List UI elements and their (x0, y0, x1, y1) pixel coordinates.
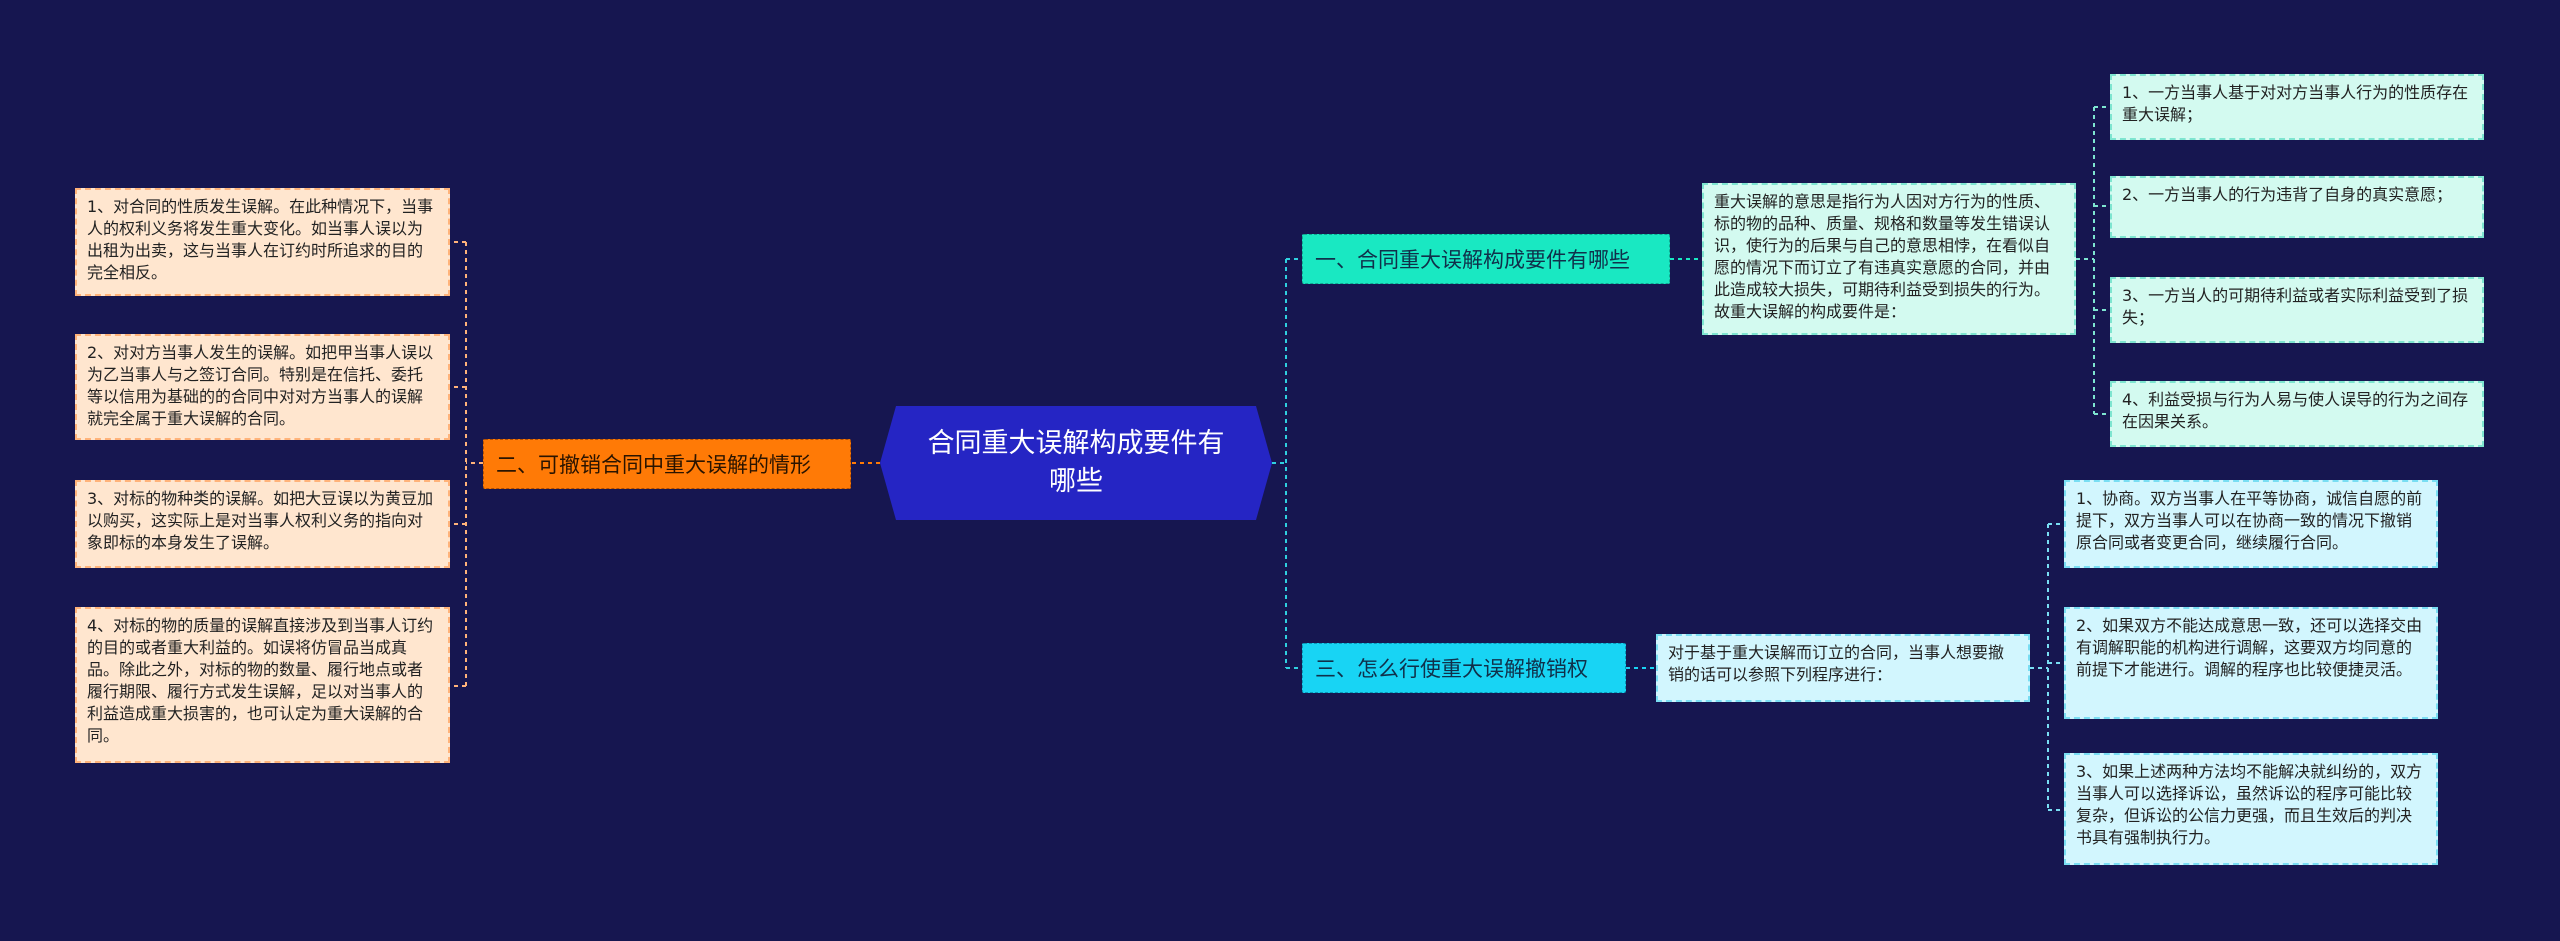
branch-1-topic[interactable]: 一、合同重大误解构成要件有哪些 (1302, 234, 1670, 284)
branch-1-summary[interactable]: 重大误解的意思是指行为人因对方行为的性质、标的物的品种、质量、规格和数量等发生错… (1702, 183, 2076, 335)
branch-2-item-4[interactable]: 4、对标的物的质量的误解直接涉及到当事人订约的目的或者重大利益的。如误将仿冒品当… (75, 607, 450, 763)
branch-3-item-2[interactable]: 2、如果双方不能达成意思一致，还可以选择交由有调解职能的机构进行调解，这要双方均… (2064, 607, 2438, 719)
branch-3-item-3[interactable]: 3、如果上述两种方法均不能解决就纠纷的，双方当事人可以选择诉讼，虽然诉讼的程序可… (2064, 753, 2438, 865)
branch-2-item-1[interactable]: 1、对合同的性质发生误解。在此种情况下，当事人的权利义务将发生重大变化。如当事人… (75, 188, 450, 296)
branch-3-topic[interactable]: 三、怎么行使重大误解撤销权 (1302, 643, 1626, 693)
branch-1-item-2[interactable]: 2、一方当事人的行为违背了自身的真实意愿； (2110, 176, 2484, 238)
branch-3-summary[interactable]: 对于基于重大误解而订立的合同，当事人想要撤销的话可以参照下列程序进行： (1656, 634, 2030, 702)
branch-2-item-2[interactable]: 2、对对方当事人发生的误解。如把甲当事人误以为乙当事人与之签订合同。特别是在信托… (75, 334, 450, 440)
branch-1-item-3[interactable]: 3、一方当人的可期待利益或者实际利益受到了损失； (2110, 277, 2484, 343)
branch-3-item-1[interactable]: 1、协商。双方当事人在平等协商，诚信自愿的前提下，双方当事人可以在协商一致的情况… (2064, 480, 2438, 568)
root-title: 合同重大误解构成要件有哪些 (927, 428, 1225, 497)
branch-1-label: 一、合同重大误解构成要件有哪些 (1315, 248, 1630, 272)
branch-3-label: 三、怎么行使重大误解撤销权 (1315, 657, 1588, 681)
branch-1-item-4[interactable]: 4、利益受损与行为人易与使人误导的行为之间存在因果关系。 (2110, 381, 2484, 447)
branch-2-item-3[interactable]: 3、对标的物种类的误解。如把大豆误以为黄豆加以购买，这实际上是对当事人权利义务的… (75, 480, 450, 568)
root-topic[interactable]: 合同重大误解构成要件有哪些 (880, 406, 1272, 520)
branch-1-item-1[interactable]: 1、一方当事人基于对对方当事人行为的性质存在重大误解； (2110, 74, 2484, 140)
branch-2-label: 二、可撤销合同中重大误解的情形 (496, 453, 811, 477)
branch-2-topic[interactable]: 二、可撤销合同中重大误解的情形 (483, 439, 851, 489)
